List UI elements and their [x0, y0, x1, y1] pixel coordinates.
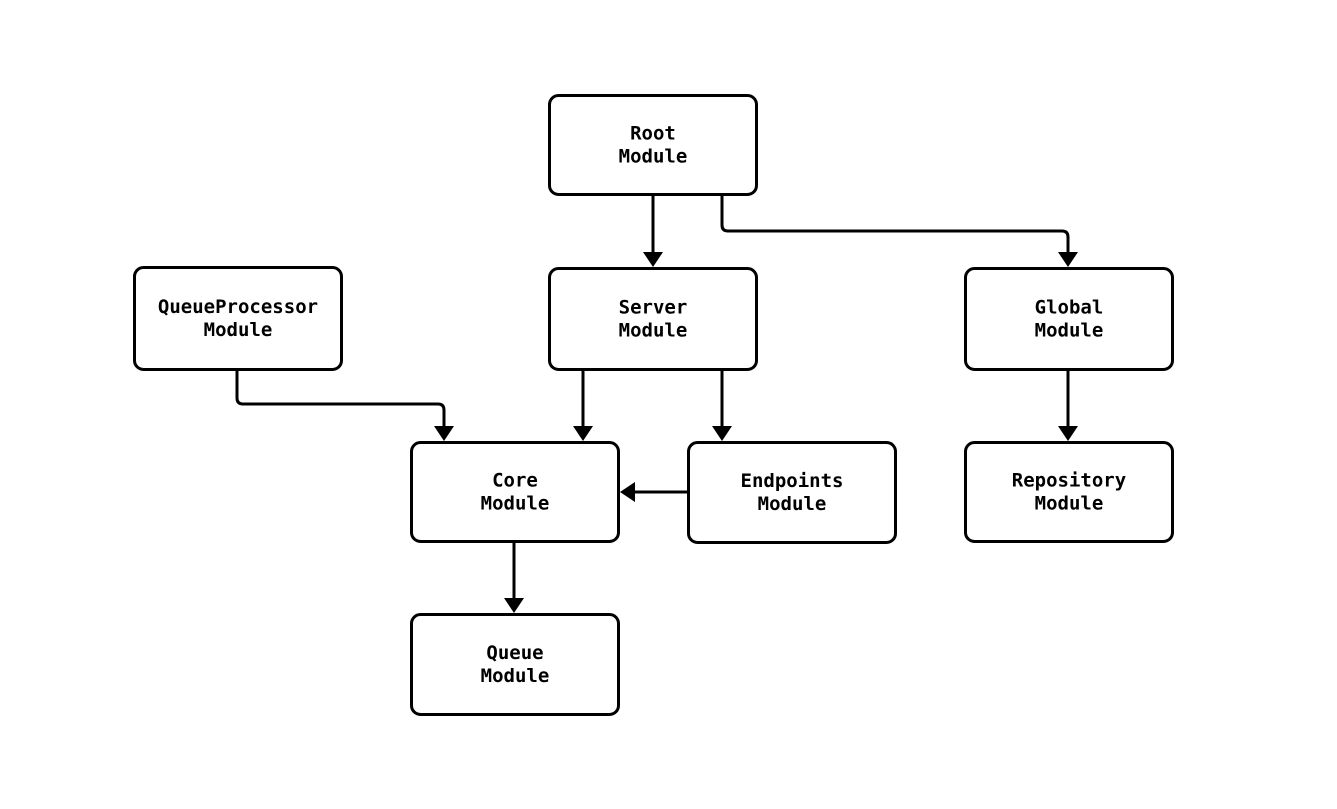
node-box-repository[interactable]	[964, 441, 1174, 543]
arrowhead-endpoints-to-core	[620, 482, 635, 502]
edge-line-root-to-global	[720, 196, 1070, 252]
node-label-repository-line2: Module	[1035, 493, 1104, 515]
node-label-endpoints-line2: Module	[758, 493, 827, 515]
edge-core-to-queue	[504, 543, 524, 613]
nodes-layer: RootModuleQueueProcessorModuleServerModu…	[133, 94, 1174, 716]
node-label-global-line1: Global	[1035, 297, 1104, 319]
node-box-root[interactable]	[548, 94, 758, 196]
node-box-queue[interactable]	[410, 613, 620, 716]
node-label-repository-line1: Repository	[1012, 470, 1126, 492]
arrowhead-server-to-core	[573, 426, 593, 441]
edge-global-to-repository	[1058, 371, 1078, 441]
arrowhead-queueprocessor-to-core	[434, 426, 454, 441]
arrowhead-root-to-server	[643, 252, 663, 267]
node-box-global[interactable]	[964, 267, 1174, 371]
edge-server-to-core	[573, 371, 593, 441]
edges-layer	[235, 196, 1078, 613]
node-label-core-line2: Module	[481, 493, 550, 515]
node-label-root-line1: Root	[630, 123, 676, 145]
edge-endpoints-to-core	[620, 482, 687, 502]
node-label-global-line2: Module	[1035, 320, 1104, 342]
arrowhead-root-to-global	[1058, 252, 1078, 267]
node-box-queueprocessor[interactable]	[133, 266, 343, 371]
node-label-server-line2: Module	[619, 320, 688, 342]
node-box-server[interactable]	[548, 267, 758, 371]
node-box-core[interactable]	[410, 441, 620, 543]
arrowhead-core-to-queue	[504, 598, 524, 613]
edge-server-to-endpoints	[712, 371, 732, 441]
node-label-server-line1: Server	[619, 297, 688, 319]
node-label-queue-line1: Queue	[486, 642, 543, 664]
arrowhead-global-to-repository	[1058, 426, 1078, 441]
node-label-core-line1: Core	[492, 470, 538, 492]
node-label-queue-line2: Module	[481, 665, 550, 687]
edge-line-queueprocessor-to-core	[235, 371, 446, 426]
node-label-queueprocessor-line2: Module	[204, 319, 273, 341]
node-box-endpoints[interactable]	[687, 441, 897, 544]
edge-queueprocessor-to-core	[235, 371, 454, 441]
node-label-root-line2: Module	[619, 146, 688, 168]
node-label-endpoints-line1: Endpoints	[741, 470, 844, 492]
edge-root-to-global	[720, 196, 1078, 267]
arrowhead-server-to-endpoints	[712, 426, 732, 441]
node-label-queueprocessor-line1: QueueProcessor	[158, 296, 318, 318]
edge-root-to-server	[643, 196, 663, 267]
